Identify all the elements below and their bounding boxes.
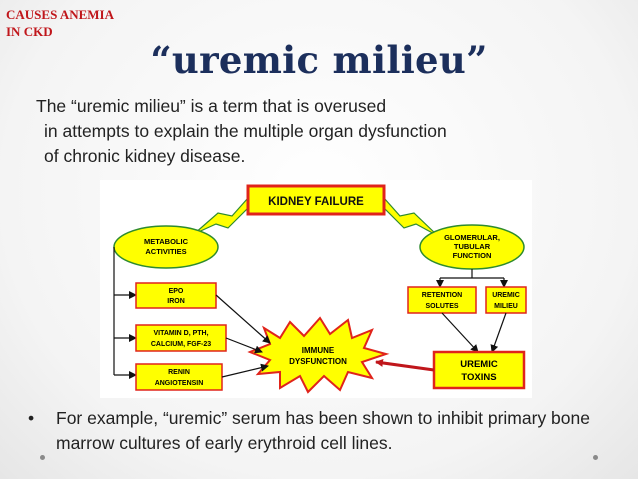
glomerular-label-3: FUNCTION — [453, 251, 492, 260]
kidney-failure-box — [246, 184, 386, 216]
retention-solutes-box — [407, 286, 477, 314]
corner-tag: CAUSES ANEMIA IN CKD — [6, 6, 114, 40]
epo-iron-box — [135, 282, 217, 309]
milieu-to-toxins-arrow — [490, 312, 507, 353]
renin-to-immune-arrow — [221, 363, 269, 378]
right-lightning-bolt — [383, 196, 439, 237]
uremic-milieu-label-1: UREMIC — [492, 292, 520, 299]
vitamin-label-2: CALCIUM, FGF-23 — [151, 341, 211, 348]
toxins-to-immune-arrow — [375, 358, 435, 372]
uremic-toxins-label-1: UREMIC — [460, 359, 498, 370]
glomerular-label-1: GLOMERULAR, — [444, 233, 500, 242]
bullet-text: For example, “uremic” serum has been sho… — [56, 408, 590, 453]
retention-to-toxins-arrow — [441, 312, 479, 353]
glomerular-label-2: TUBULAR — [454, 242, 491, 251]
kidney-failure-label: KIDNEY FAILURE — [268, 196, 364, 208]
immune-dysfunction-burst — [247, 316, 390, 394]
diagram-svg: KIDNEY FAILURE METABOLIC ACTIVITIES GLOM… — [113, 184, 527, 394]
corner-tag-line-2: IN CKD — [6, 24, 53, 39]
metabolic-label-2: ACTIVITIES — [145, 247, 186, 256]
decorative-dot-right — [593, 455, 598, 460]
vitamin-to-immune-arrow — [225, 337, 263, 354]
vitamin-d-box — [135, 324, 227, 352]
epo-label-2: IRON — [167, 298, 185, 305]
renin-label-1: RENIN — [168, 369, 190, 376]
intro-line-3: of chronic kidney disease. — [44, 146, 246, 166]
corner-tag-line-1: CAUSES ANEMIA — [6, 7, 114, 22]
epo-label-1: EPO — [169, 288, 184, 295]
slide-title: “uremic milieu” — [150, 38, 488, 82]
intro-line-1: The “uremic milieu” is a term that is ov… — [36, 96, 387, 116]
renin-label-2: ANGIOTENSIN — [155, 380, 204, 387]
kidney-failure-diagram: KIDNEY FAILURE METABOLIC ACTIVITIES GLOM… — [100, 180, 532, 398]
retention-label-2: SOLUTES — [425, 303, 458, 310]
decorative-dot-left — [40, 455, 45, 460]
uremic-milieu-box — [485, 286, 527, 314]
left-lightning-bolt — [193, 196, 249, 235]
epo-to-immune-arrow — [215, 294, 271, 344]
immune-label-2: DYSFUNCTION — [289, 357, 347, 366]
immune-label-1: IMMUNE — [302, 346, 335, 355]
uremic-milieu-label-2: MILIEU — [494, 303, 518, 310]
uremic-toxins-label-2: TOXINS — [461, 372, 496, 383]
retention-label-1: RETENTION — [422, 292, 462, 299]
bullet-item: • For example, “uremic” serum has been s… — [28, 406, 618, 456]
bullet-marker: • — [28, 408, 35, 428]
renin-angiotensin-box — [135, 363, 223, 391]
intro-line-2: in attempts to explain the multiple orga… — [44, 121, 447, 141]
vitamin-label-1: VITAMIN D, PTH, — [153, 330, 208, 337]
metabolic-label-1: METABOLIC — [144, 237, 189, 246]
intro-paragraph: The “uremic milieu” is a term that is ov… — [36, 94, 616, 169]
